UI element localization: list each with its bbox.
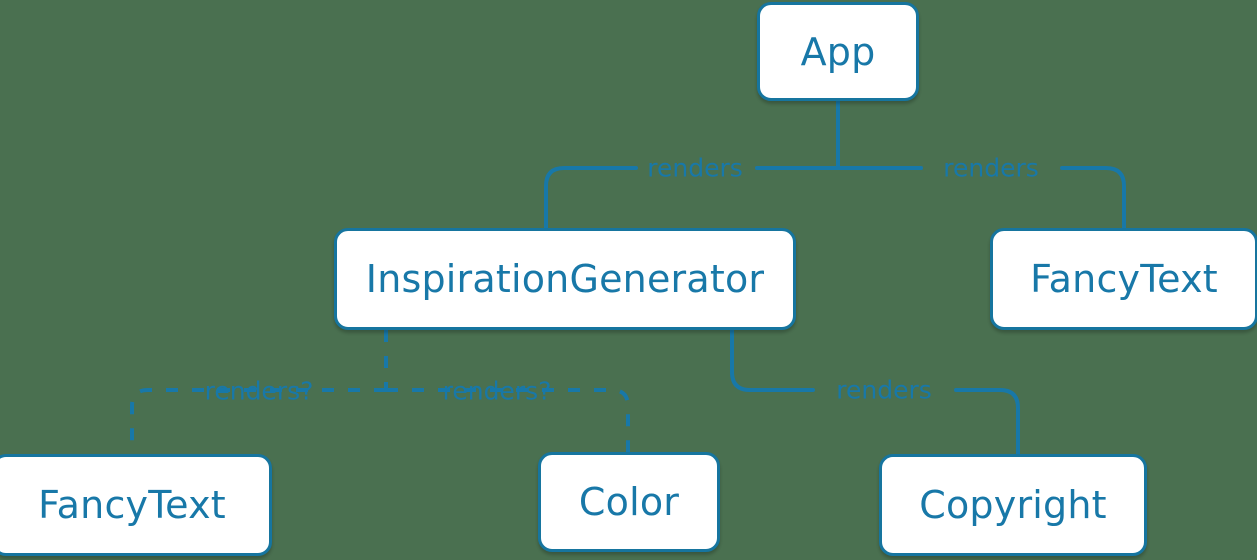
edge-app-to-inspiration: [544, 166, 638, 230]
edge-label-inspiration-to-copyright: renders: [836, 375, 932, 405]
edge-label-inspiration-to-fancytext-bottom: renders?: [204, 376, 314, 406]
node-app[interactable]: App: [757, 2, 919, 101]
node-color-label: Color: [578, 480, 680, 524]
node-color[interactable]: Color: [538, 452, 720, 552]
edge-label-app-to-fancytext: renders: [943, 153, 1039, 183]
edge-app-to-fancytext: [1060, 166, 1126, 230]
node-fancytext-right[interactable]: FancyText: [990, 228, 1257, 330]
node-copyright[interactable]: Copyright: [879, 454, 1147, 556]
node-fancytext-bottom-label: FancyText: [38, 483, 226, 527]
edge-label-app-to-inspiration: renders: [647, 153, 743, 183]
edge-label-inspiration-to-color: renders?: [442, 376, 552, 406]
node-copyright-label: Copyright: [919, 483, 1107, 527]
node-inspiration-generator-label: InspirationGenerator: [365, 257, 765, 301]
edge-inspiration-to-copyright-left: [730, 328, 815, 392]
node-inspiration-generator[interactable]: InspirationGenerator: [334, 228, 796, 330]
node-fancytext-bottom[interactable]: FancyText: [0, 454, 272, 556]
node-fancytext-right-label: FancyText: [1030, 257, 1218, 301]
edge-inspiration-to-copyright-right: [954, 388, 1020, 456]
node-app-label: App: [800, 29, 876, 74]
